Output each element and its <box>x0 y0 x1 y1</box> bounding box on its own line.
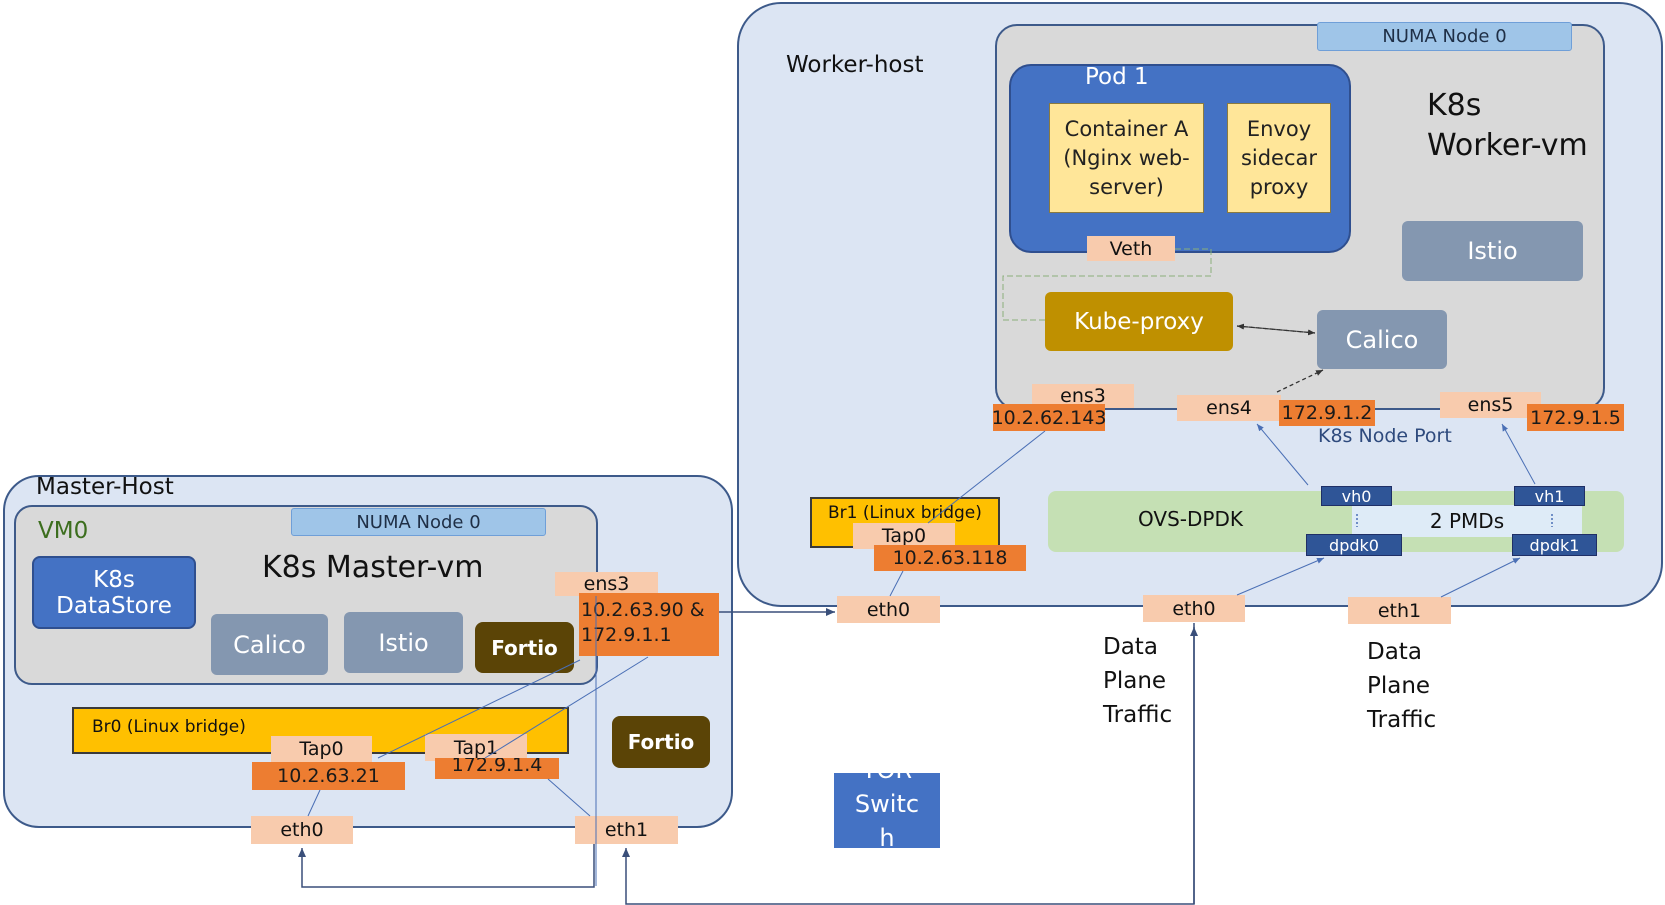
master-vm-title: K8s Master-vm <box>262 550 484 585</box>
worker-tap0: Tap0 <box>853 523 955 549</box>
kube-proxy: Kube-proxy <box>1045 292 1233 351</box>
worker-ens4-ip: 172.9.1.2 <box>1279 400 1375 426</box>
master-vm-fortio: Fortio <box>475 622 574 673</box>
master-tap1-ip: 172.9.1.4 <box>435 758 559 779</box>
k8s-node-port-label: K8s Node Port <box>1318 425 1452 447</box>
tor-switch-line-3: h <box>879 824 895 848</box>
traffic-label-left: Data Plane Traffic <box>1103 630 1193 732</box>
tor-switch-line-2: Switc <box>854 790 920 818</box>
tap1-eth1-line <box>547 778 591 817</box>
master-ens3: ens3 <box>555 572 658 596</box>
vm0-label: VM0 <box>38 518 89 544</box>
calico-kube-dashed <box>1236 323 1316 334</box>
worker-ens3-ip: 10.2.62.143 <box>992 404 1106 431</box>
veth-kube-loop <box>1002 248 1212 321</box>
master-tap0-ip: 10.2.63.21 <box>252 762 405 790</box>
veth-interface: Veth <box>1087 236 1175 261</box>
tor-switch: TOR Switc h <box>834 773 940 848</box>
tap0-eth0-line <box>307 789 321 817</box>
tap0-eth0-worker <box>889 570 904 597</box>
pod-1-label: Pod 1 <box>1085 64 1149 90</box>
master-host-fortio: Fortio <box>612 716 710 768</box>
container-a: Container A (Nginx web-server) <box>1049 103 1204 213</box>
tor-switch-line-1: TOR <box>834 773 940 787</box>
dpdk1-port: dpdk1 <box>1512 534 1597 556</box>
traffic-right-line-2: Plane <box>1367 673 1431 699</box>
worker-eth0-to-master-eth1 <box>622 623 1195 905</box>
worker-calico: Calico <box>1317 310 1447 369</box>
worker-host-title: Worker-host <box>786 52 924 78</box>
traffic-left-line-2: Plane <box>1103 668 1167 694</box>
worker-ens5: ens5 <box>1440 392 1541 418</box>
worker-numa-label: NUMA Node 0 <box>1317 22 1572 51</box>
ens3-tap0-worker <box>927 430 1046 524</box>
vh1-ens5 <box>1501 423 1536 485</box>
vh0-port: vh0 <box>1321 486 1392 506</box>
worker-eth0-ovs: eth0 <box>1143 595 1245 622</box>
worker-ens4: ens4 <box>1177 395 1281 421</box>
traffic-label-right: Data Plane Traffic <box>1367 635 1457 737</box>
pmds: 2 PMDs <box>1352 505 1582 537</box>
master-calico: Calico <box>211 614 328 675</box>
vh0-ens4 <box>1256 423 1309 486</box>
worker-eth0-bridge: eth0 <box>837 596 940 623</box>
worker-tap0-ip: 10.2.63.118 <box>874 545 1026 571</box>
ovs-dpdk-label: OVS-DPDK <box>1138 507 1243 531</box>
dpdk0-port: dpdk0 <box>1306 534 1402 556</box>
traffic-left-line-3: Traffic <box>1103 702 1173 728</box>
worker-istio: Istio <box>1402 221 1583 281</box>
k8s-datastore: K8s DataStore <box>32 556 196 629</box>
master-ens3-ip: 10.2.63.90 & 172.9.1.1 <box>579 593 719 656</box>
eth0-dpdk0 <box>1236 557 1325 596</box>
master-ens3-ip-line-1: 10.2.63.90 & <box>581 599 705 621</box>
ens3-tap1-line <box>484 656 649 759</box>
master-ens3-ip-line-2: 172.9.1.1 <box>581 624 672 646</box>
worker-vm-title-1: K8s <box>1427 88 1482 123</box>
kube-calico-dashed <box>1236 325 1316 336</box>
worker-ens5-ip: 172.9.1.5 <box>1527 404 1624 431</box>
master-eth0: eth0 <box>251 816 353 844</box>
worker-eth1: eth1 <box>1348 597 1451 624</box>
ens3-tap0-line <box>377 659 581 759</box>
eth1-dpdk1 <box>1440 557 1521 598</box>
traffic-right-line-3: Traffic <box>1367 707 1437 733</box>
master-eth-loop <box>298 844 595 888</box>
master-istio: Istio <box>344 612 463 673</box>
ens4-calico-dashed <box>1276 369 1324 393</box>
vh1-port: vh1 <box>1514 486 1585 506</box>
master-tap0: Tap0 <box>271 736 372 762</box>
envoy-sidecar: Envoy sidecar proxy <box>1227 103 1331 213</box>
master-eth1: eth1 <box>575 816 678 844</box>
master-host-title: Master-Host <box>36 474 174 500</box>
master-numa-label: NUMA Node 0 <box>291 508 546 536</box>
traffic-right-line-1: Data <box>1367 639 1422 665</box>
worker-vm-title-2: Worker-vm <box>1427 128 1588 163</box>
traffic-left-line-1: Data <box>1103 634 1158 660</box>
master-tap1: Tap1 <box>425 734 527 761</box>
